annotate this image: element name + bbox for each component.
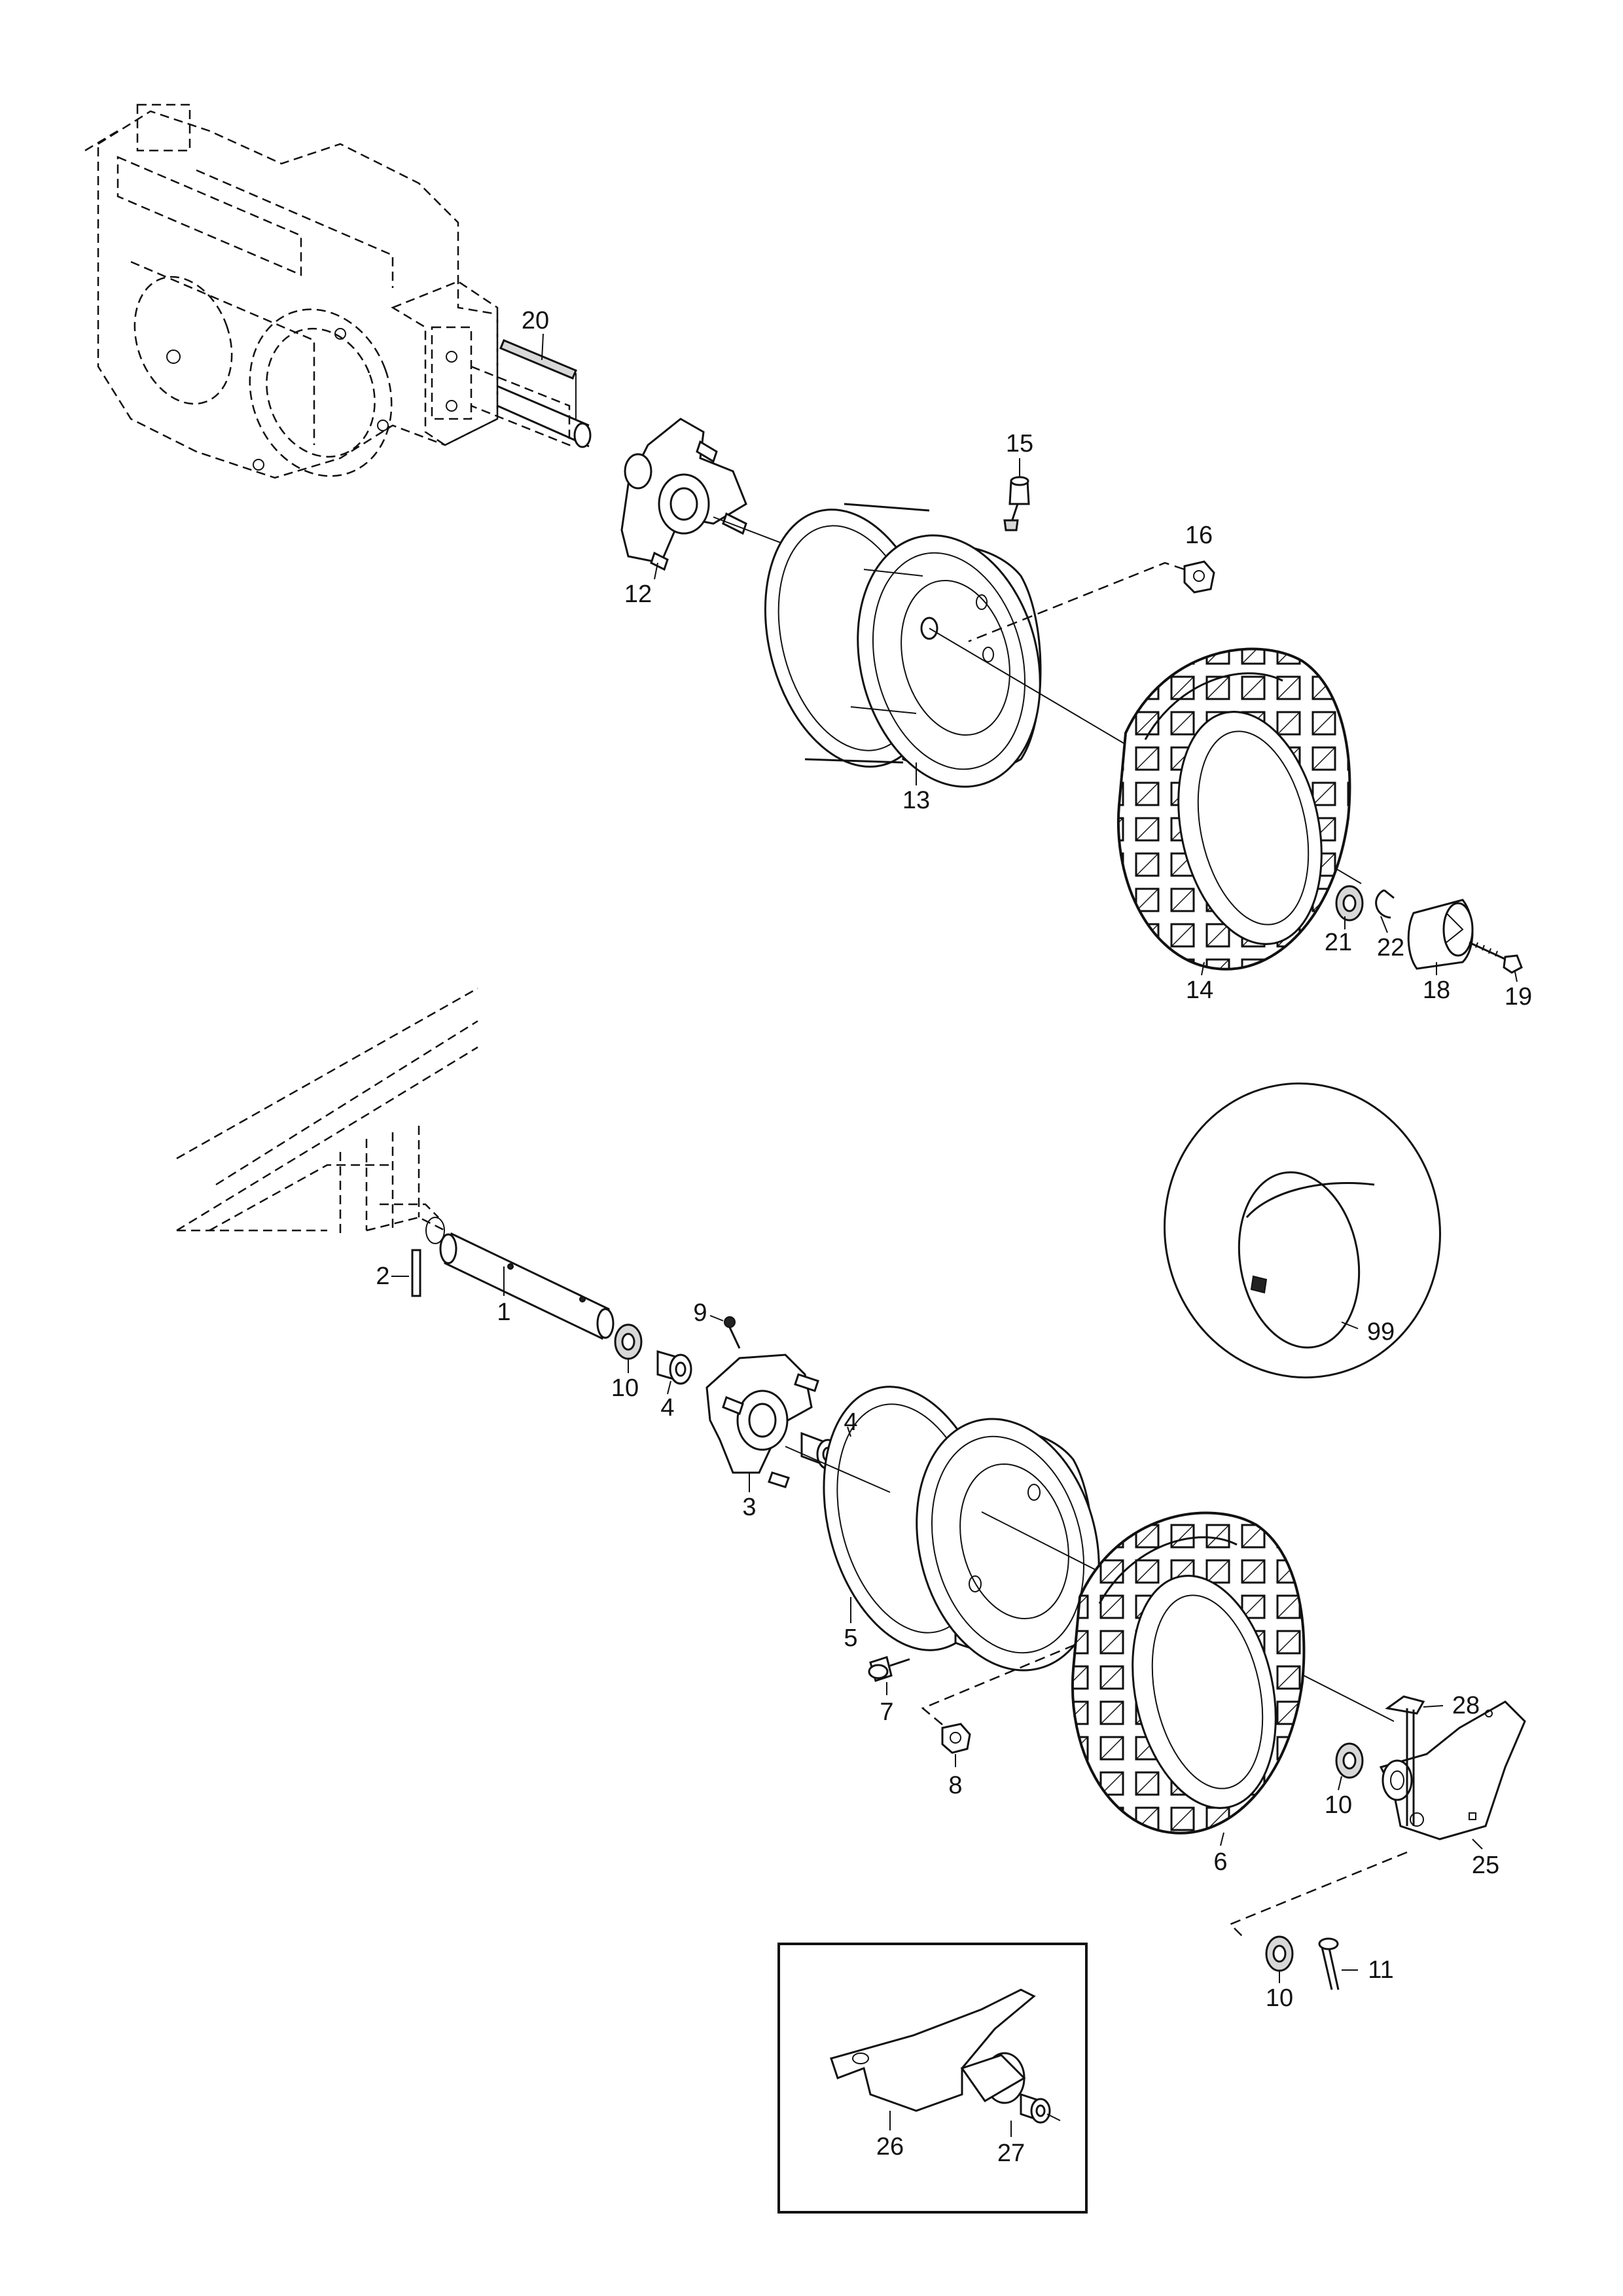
- callout-22: 22: [1377, 934, 1404, 961]
- callout-7: 7: [880, 1698, 893, 1726]
- washer-10b: [1335, 1742, 1364, 1779]
- tire-6: [1071, 1511, 1306, 1835]
- callout-25: 25: [1472, 1852, 1499, 1879]
- callout-5: 5: [844, 1624, 857, 1652]
- callout-4-a: 4: [660, 1394, 674, 1422]
- bushing-4a: [656, 1350, 692, 1385]
- callout-14: 14: [1186, 977, 1213, 1004]
- wheel-rim-5: [823, 1386, 1100, 1672]
- hub-cap-18: [1407, 899, 1474, 970]
- valve-stem-15: [1003, 476, 1030, 531]
- callout-19: 19: [1505, 983, 1532, 1011]
- callout-6: 6: [1213, 1848, 1227, 1876]
- callout-16: 16: [1185, 522, 1213, 549]
- callout-8: 8: [948, 1772, 962, 1799]
- washer-21: [1335, 885, 1364, 922]
- callout-10-a: 10: [611, 1374, 639, 1402]
- valve-stem-7: [868, 1656, 910, 1682]
- dashed-guide: [1228, 1851, 1408, 1938]
- callout-9: 9: [693, 1299, 707, 1327]
- callout-2: 2: [376, 1263, 389, 1290]
- hub-3: [705, 1354, 819, 1488]
- inner-tube-99: [1164, 1082, 1441, 1379]
- callout-1: 1: [497, 1299, 510, 1326]
- wheel-rim-13: [764, 503, 1042, 788]
- clip-28: [1385, 1695, 1444, 1826]
- bolt-19: [1469, 941, 1523, 974]
- bracket-26: [830, 1988, 1036, 2112]
- cotter-pin-11: [1318, 1937, 1340, 1990]
- callout-4-b: 4: [844, 1408, 857, 1436]
- callout-21: 21: [1325, 929, 1352, 956]
- bracket-25: [1379, 1700, 1526, 1840]
- axle-1: [439, 1232, 615, 1340]
- bushing-27: [1020, 2092, 1061, 2124]
- callout-3: 3: [742, 1494, 756, 1521]
- tire-14: [1116, 647, 1351, 971]
- inset-box: [777, 1943, 1088, 2214]
- screw-9: [724, 1316, 741, 1349]
- callout-15: 15: [1006, 430, 1033, 457]
- callout-11: 11: [1368, 1956, 1393, 1984]
- washer-10a: [614, 1323, 643, 1360]
- axle-shaft-top: [497, 385, 592, 448]
- callout-27: 27: [997, 2140, 1025, 2167]
- pin-2: [411, 1249, 421, 1297]
- transaxle-housing: [84, 103, 571, 479]
- callout-10-b: 10: [1325, 1791, 1352, 1819]
- frame-outline: [176, 987, 478, 1244]
- callout-13: 13: [902, 787, 930, 814]
- callout-10-c: 10: [1266, 1984, 1293, 2012]
- callout-28: 28: [1452, 1692, 1480, 1719]
- lug-nut-16: [968, 560, 1215, 643]
- callout-26: 26: [876, 2133, 904, 2161]
- callout-20: 20: [522, 307, 549, 334]
- washer-10c: [1265, 1935, 1294, 1972]
- callout-99: 99: [1367, 1318, 1395, 1346]
- hub-12: [620, 418, 851, 571]
- lug-nut-8: [921, 1641, 1080, 1754]
- clip-22: [1375, 889, 1395, 919]
- key-20: [499, 339, 577, 380]
- callout-12: 12: [624, 581, 652, 608]
- hub-centerline: [785, 1446, 891, 1493]
- callout-18: 18: [1423, 977, 1450, 1004]
